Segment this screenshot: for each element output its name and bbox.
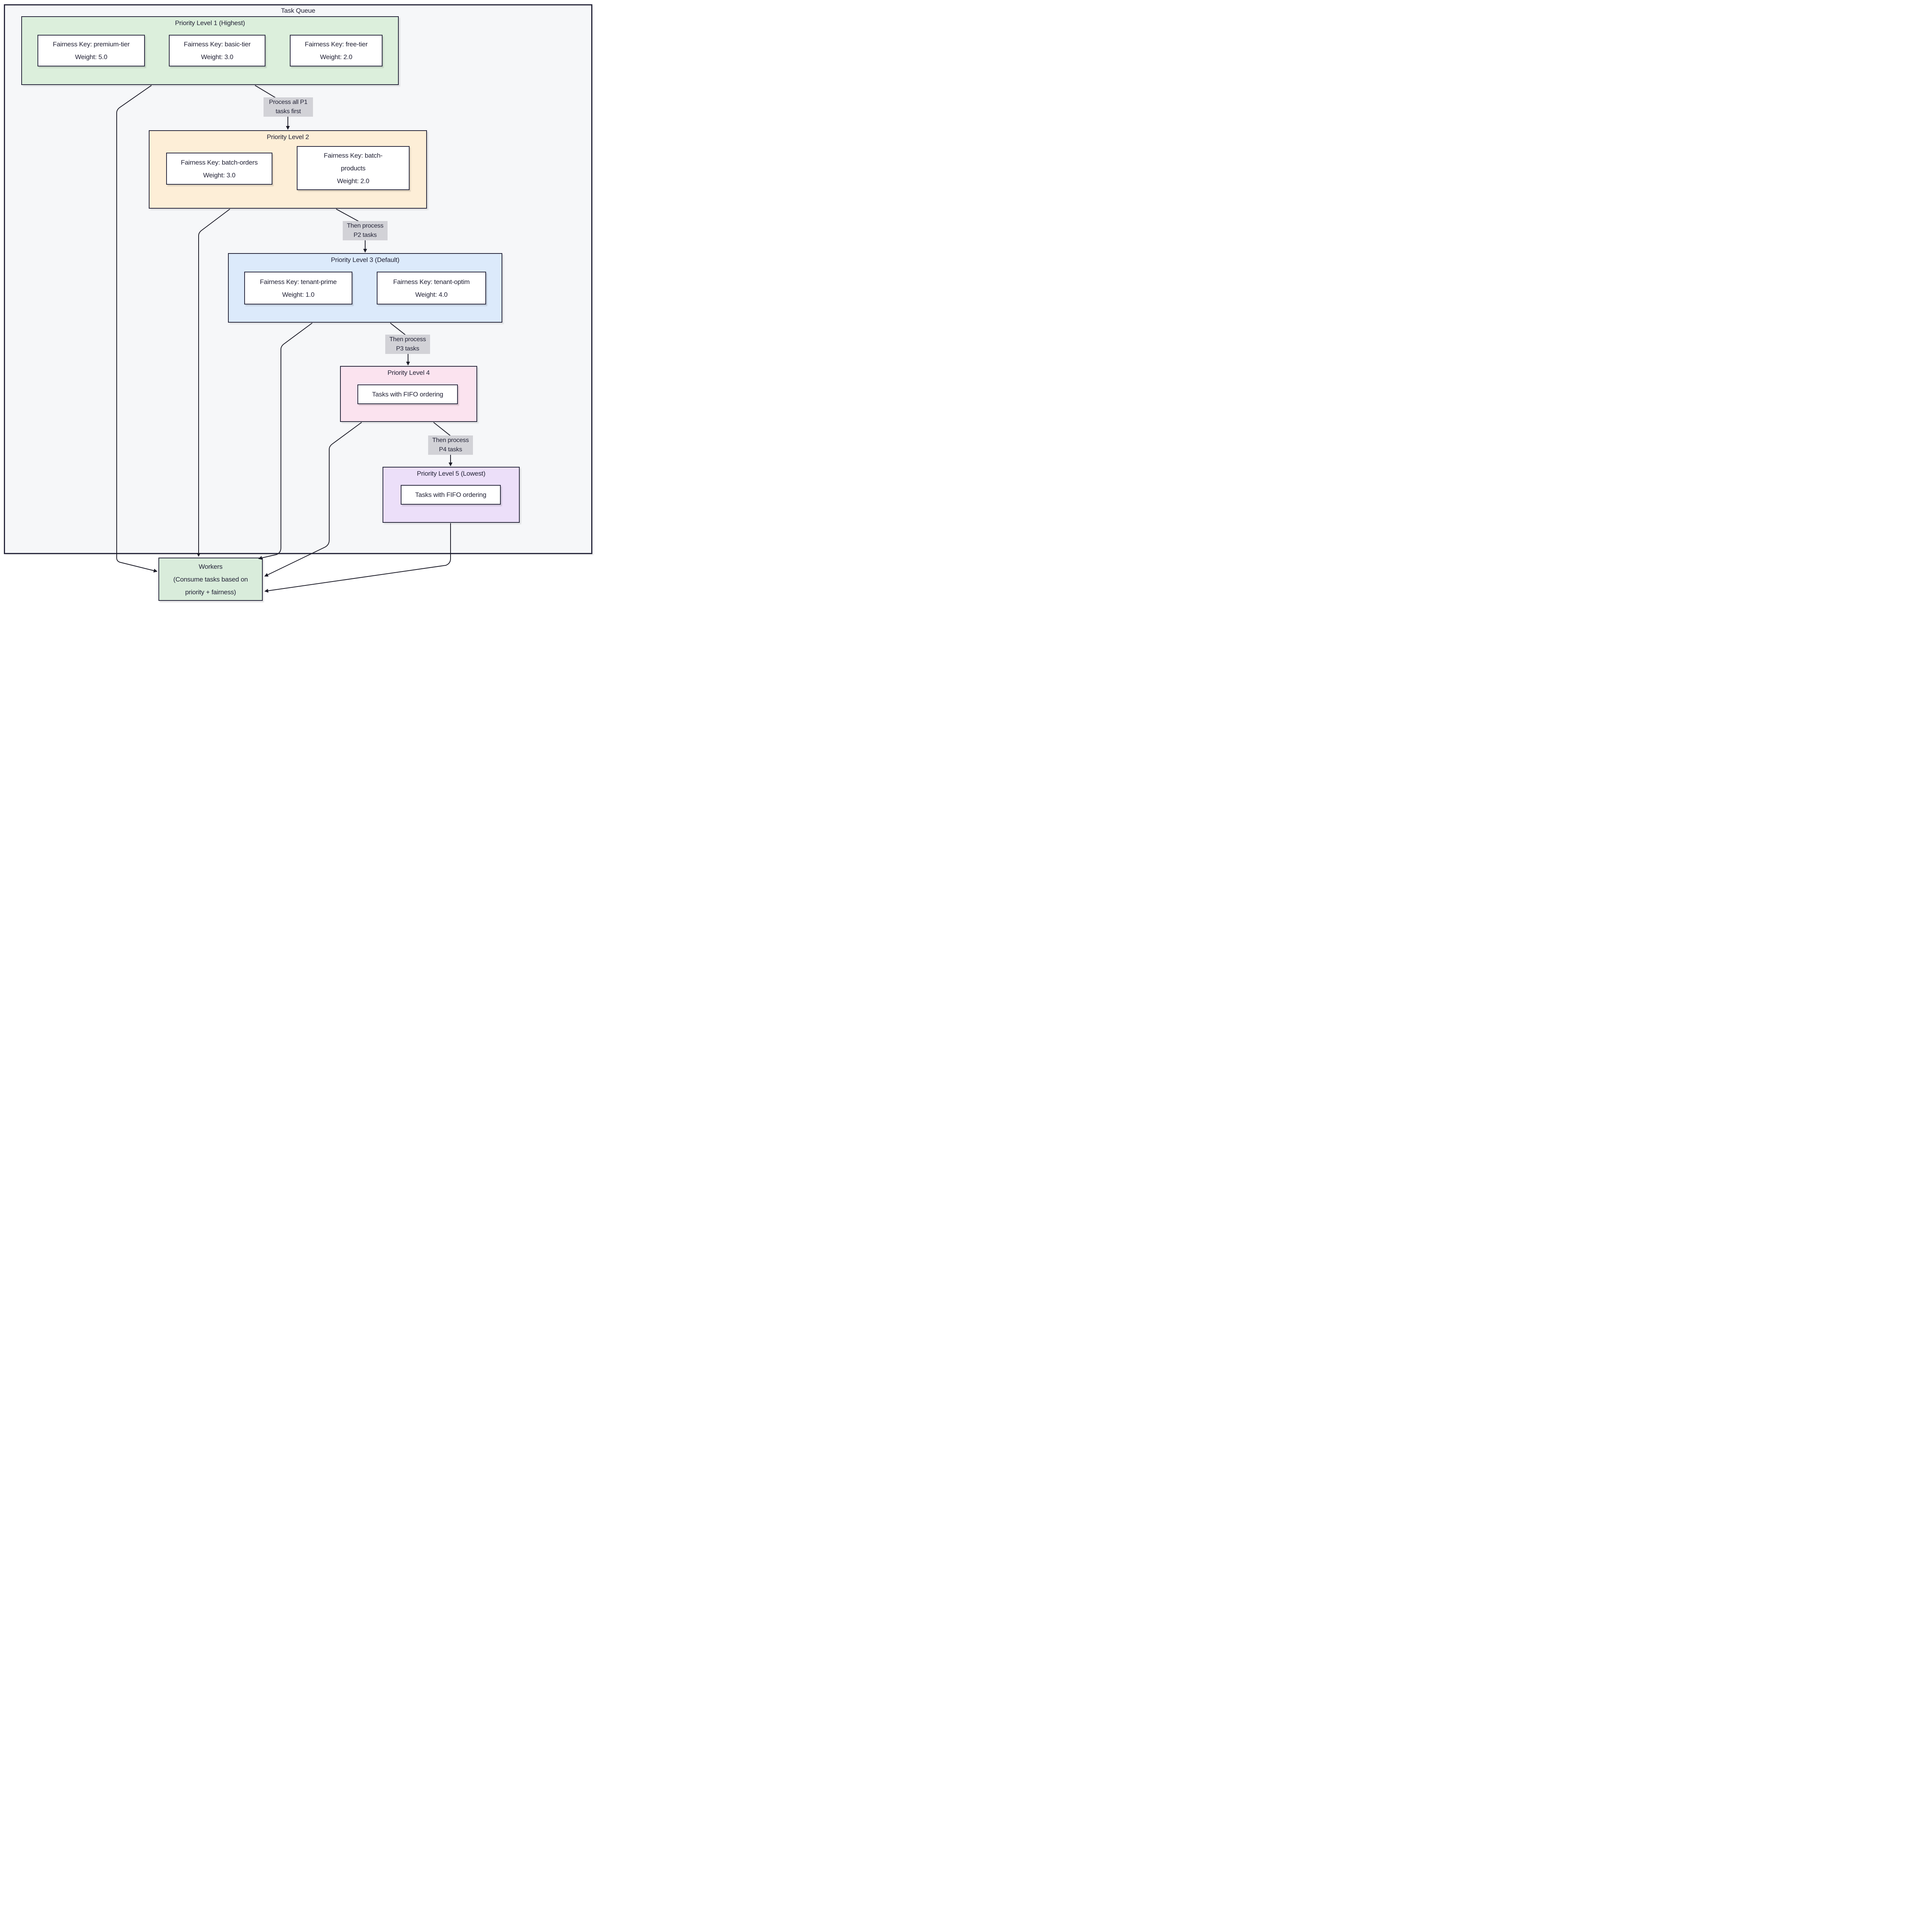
node-line: Fairness Key: basic-tier	[184, 41, 251, 48]
node-line: Weight: 4.0	[415, 291, 448, 298]
node-premium-tier: Fairness Key: premium-tier Weight: 5.0	[37, 35, 145, 66]
node-basic-tier: Fairness Key: basic-tier Weight: 3.0	[169, 35, 265, 66]
node-p5-fifo: Tasks with FIFO ordering	[401, 485, 501, 505]
workers-node: Workers (Consume tasks based on priority…	[158, 558, 263, 601]
node-line: Weight: 3.0	[203, 171, 236, 179]
node-line: Weight: 1.0	[282, 291, 315, 298]
edge-p4-to-workers	[264, 422, 362, 577]
edge-label-line: Then process	[432, 437, 469, 444]
edge-label-line: Then process	[389, 336, 426, 343]
node-tenant-prime: Fairness Key: tenant-prime Weight: 1.0	[244, 272, 352, 304]
edge-p5-to-workers	[264, 523, 451, 593]
edge-label-p2: Then process P2 tasks	[343, 221, 388, 240]
edge-label-line: tasks first	[276, 108, 301, 115]
node-line: Fairness Key: batch-	[324, 151, 383, 159]
node-line: Fairness Key: batch-orders	[181, 158, 258, 166]
node-line: Fairness Key: free-tier	[304, 41, 368, 48]
node-line: Weight: 3.0	[201, 53, 233, 61]
priority-level-1-title: Priority Level 1 (Highest)	[175, 19, 245, 27]
priority-level-2-title: Priority Level 2	[267, 133, 309, 141]
flowchart-canvas: Task Queue Priority Level 1 (Highest) Fa…	[0, 0, 596, 601]
node-line: priority + fairness)	[185, 588, 236, 596]
edge-p1-to-workers	[116, 85, 158, 573]
node-line: Tasks with FIFO ordering	[372, 391, 444, 398]
node-line: Weight: 2.0	[320, 53, 352, 61]
priority-level-5-title: Priority Level 5 (Lowest)	[417, 470, 486, 477]
node-line: Tasks with FIFO ordering	[415, 491, 486, 498]
edges-layer	[116, 85, 452, 593]
priority-level-3-title: Priority Level 3 (Default)	[331, 256, 400, 264]
edge-label-p1: Process all P1 tasks first	[264, 97, 313, 117]
node-batch-products: Fairness Key: batch- products Weight: 2.…	[297, 146, 410, 190]
edge-p2-to-workers	[197, 209, 230, 557]
edge-p3-to-workers	[258, 323, 313, 560]
edge-label-p3: Then process P3 tasks	[385, 335, 430, 354]
edge-label-line: Process all P1	[269, 99, 308, 105]
node-tenant-optim: Fairness Key: tenant-optim Weight: 4.0	[377, 272, 486, 304]
edge-label-line: P3 tasks	[396, 345, 419, 352]
node-line: Weight: 5.0	[75, 53, 107, 61]
node-line: (Consume tasks based on	[173, 575, 248, 583]
container-title: Task Queue	[281, 7, 315, 14]
node-line: Weight: 2.0	[337, 177, 369, 185]
node-line: Fairness Key: tenant-optim	[393, 278, 470, 286]
edge-label-line: P4 tasks	[439, 446, 462, 453]
node-free-tier: Fairness Key: free-tier Weight: 2.0	[290, 35, 383, 66]
node-line: Fairness Key: tenant-prime	[260, 278, 337, 286]
edge-label-p4: Then process P4 tasks	[428, 435, 473, 455]
node-line: Fairness Key: premium-tier	[53, 41, 130, 48]
node-batch-orders: Fairness Key: batch-orders Weight: 3.0	[166, 153, 272, 185]
edge-label-line: P2 tasks	[354, 232, 377, 238]
node-line: Workers	[199, 563, 223, 570]
edge-label-line: Then process	[347, 223, 384, 229]
priority-level-4-title: Priority Level 4	[387, 369, 430, 376]
node-p4-fifo: Tasks with FIFO ordering	[357, 384, 458, 404]
node-line: products	[341, 164, 366, 172]
